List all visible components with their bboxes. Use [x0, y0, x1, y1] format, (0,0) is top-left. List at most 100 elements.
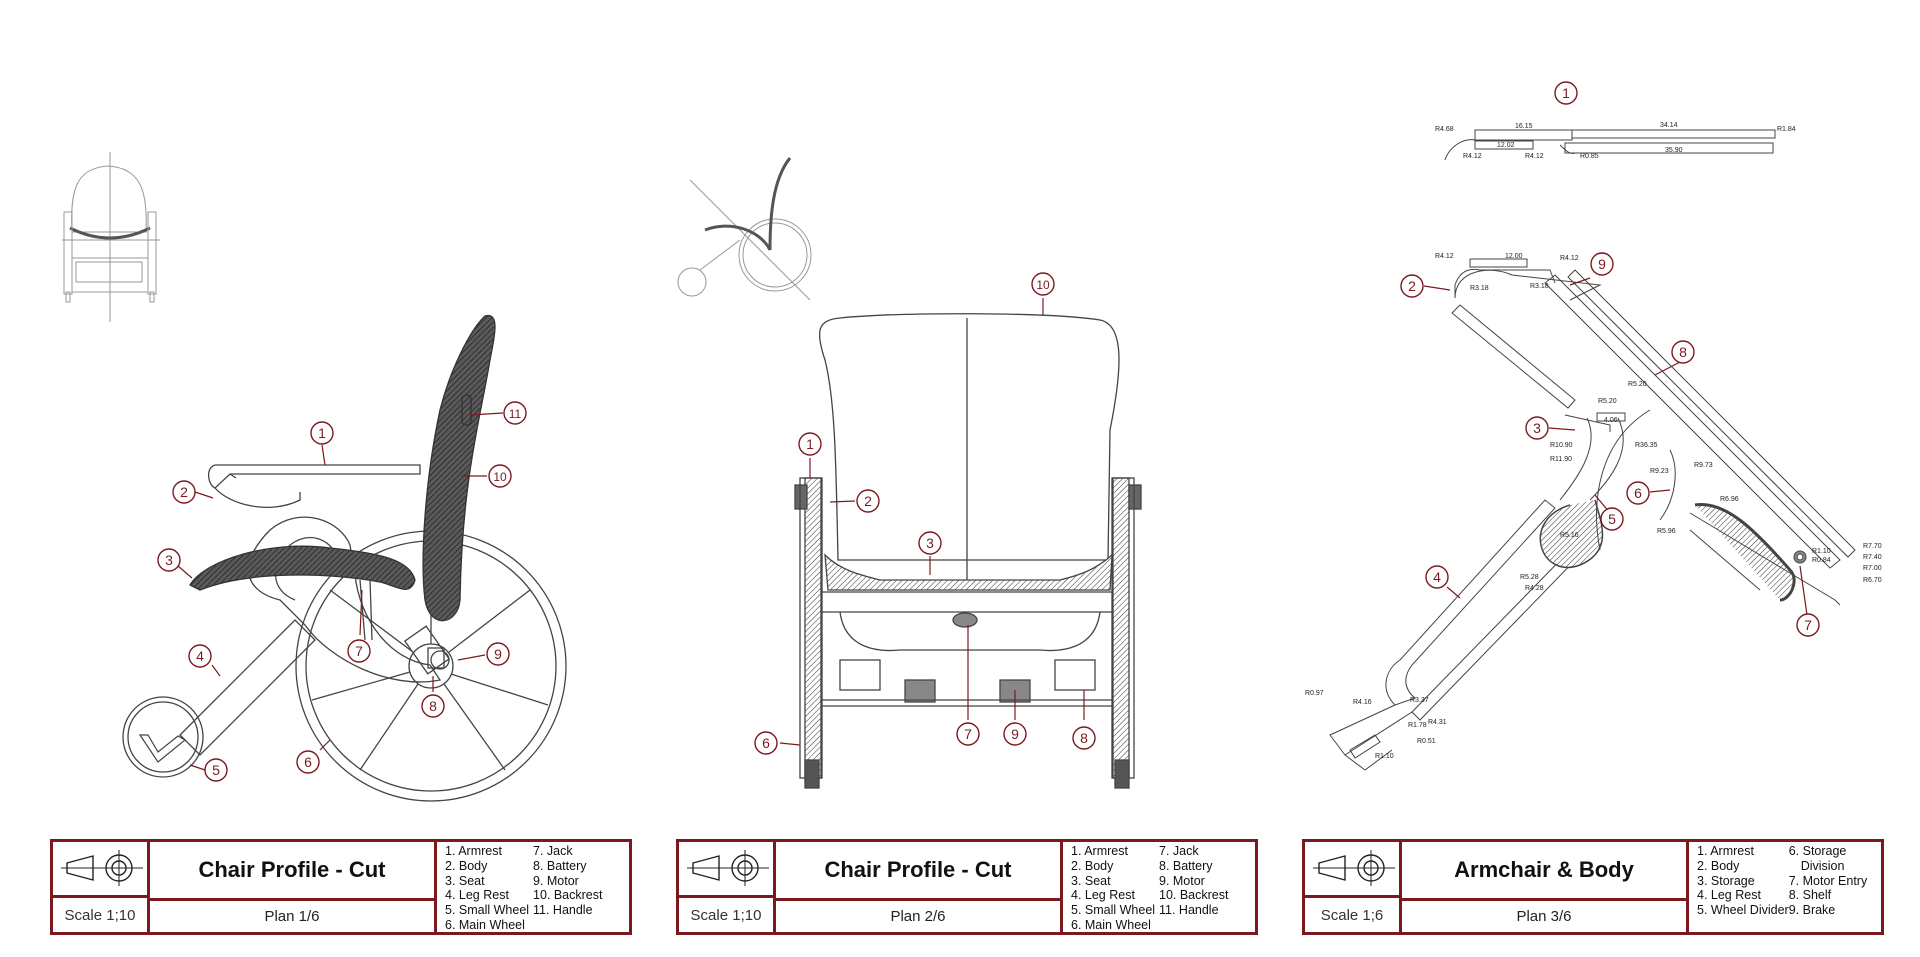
callout-p3-7: 7 [1796, 613, 1820, 637]
leg-rest [179, 619, 316, 756]
callout-bubbles: 1 2 3 4 5 6 7 8 9 10 11 1 2 3 6 7 9 8 10… [157, 81, 1820, 782]
svg-text:5: 5 [1608, 511, 1616, 527]
svg-text:1: 1 [318, 425, 326, 441]
callout-p1-3: 3 [157, 548, 181, 572]
callout-p3-8: 8 [1671, 340, 1695, 364]
battery [403, 625, 451, 675]
plan-number: Plan 1/6 [264, 908, 320, 925]
dim-label: R3.18 [1470, 285, 1489, 292]
plan-number: Plan 3/6 [1516, 908, 1572, 925]
legend-item: 8. Battery [533, 858, 587, 873]
svg-text:8: 8 [1679, 344, 1687, 360]
legend-item: 5. Wheel Divider [1697, 903, 1789, 918]
dim-label: R4.31 [1428, 719, 1447, 726]
dim-label: 16.15 [1515, 123, 1533, 130]
svg-text:10: 10 [1036, 278, 1050, 292]
legend-item: 6. Main Wheel [445, 917, 525, 932]
dim-label: R1.10 [1812, 548, 1831, 555]
callout-p2-2: 2 [856, 489, 880, 513]
scale-label: Scale 1;10 [64, 906, 136, 924]
callout-p1-10: 10 [488, 464, 512, 488]
dim-label: R5.16 [1560, 532, 1579, 539]
legend-item: 2. Body [1697, 858, 1740, 873]
callout-p1-5: 5 [204, 758, 228, 782]
svg-text:2: 2 [864, 493, 872, 509]
dim-label: R9.73 [1694, 462, 1713, 469]
svg-text:7: 7 [1804, 617, 1812, 633]
plan-1-callouts [177, 412, 504, 771]
backrest [422, 314, 496, 622]
legend-item: 10. Backrest [533, 888, 603, 903]
svg-text:9: 9 [1598, 256, 1606, 272]
dim-label: R0.51 [1417, 738, 1436, 745]
legend-item: 5. Small Wheel [445, 903, 530, 918]
callout-p1-8: 8 [421, 694, 445, 718]
title-block-plan-2: Scale 1;10 Chair Profile - Cut Plan 2/6 … [676, 839, 1258, 935]
svg-text:6: 6 [762, 735, 770, 751]
legend-item: 6. Storage [1788, 844, 1847, 858]
side-view-thumbnail [677, 157, 812, 301]
dim-label: 12.00 [1505, 253, 1523, 260]
legend-item: 7. Jack [533, 844, 573, 858]
legend-item: 9. Brake [1788, 903, 1836, 918]
dim-label: R1.78 [1408, 722, 1427, 729]
seat [189, 545, 416, 591]
svg-text:2: 2 [180, 484, 188, 500]
armrest [214, 464, 421, 508]
legend-item: 9. Motor [1159, 873, 1205, 888]
dim-label: R3.18 [1530, 283, 1549, 290]
legend-item: 7. Motor Entry [1788, 873, 1868, 888]
plan-title: Chair Profile - Cut [150, 842, 434, 901]
callout-p3-2: 2 [1400, 274, 1424, 298]
dim-label: R7.00 [1863, 565, 1882, 572]
legend: 1. Armrest 2. Body 3. Seat 4. Leg Rest 5… [1063, 842, 1255, 932]
projection-symbol-icon [679, 842, 773, 898]
dim-label: R3.37 [1410, 697, 1429, 704]
svg-text:7: 7 [964, 726, 972, 742]
legend-item: 8. Shelf [1788, 888, 1832, 903]
plan-1-drawing [62, 152, 567, 802]
dim-label: R7.40 [1863, 554, 1882, 561]
callout-p3-9: 9 [1590, 252, 1614, 276]
legend-item: Division [1800, 858, 1845, 873]
callout-p2-7: 7 [956, 722, 980, 746]
svg-text:1: 1 [806, 436, 814, 452]
body-outline [1329, 258, 1856, 771]
dim-label: R10.90 [1550, 442, 1573, 449]
svg-text:5: 5 [212, 762, 220, 778]
svg-text:1: 1 [1562, 85, 1570, 101]
armrest-strip [1444, 129, 1776, 161]
front-view-thumbnail [62, 152, 160, 322]
dim-label: 12.02 [1497, 142, 1515, 149]
dim-label: R4.68 [1435, 126, 1454, 133]
callout-p2-10: 10 [1031, 272, 1055, 296]
callout-p3-4: 4 [1425, 565, 1449, 589]
plan-3-drawing: 16.15 34.14 12.02 35.90 R4.68 R4.12 R4.1… [1305, 122, 1882, 771]
svg-text:3: 3 [926, 535, 934, 551]
legend: 1. Armrest 2. Body 3. Storage 4. Leg Res… [1689, 842, 1881, 932]
legend-item: 4. Leg Rest [445, 888, 509, 903]
scale-label: Scale 1;10 [690, 906, 762, 924]
svg-text:9: 9 [1011, 726, 1019, 742]
dim-label: R4.12 [1560, 255, 1579, 262]
title-block-plan-3: Scale 1;6 Armchair & Body Plan 3/6 1. Ar… [1302, 839, 1884, 935]
jack [359, 579, 373, 641]
dim-label: R4.12 [1525, 153, 1544, 160]
dim-label: R6.96 [1720, 496, 1739, 503]
svg-text:8: 8 [429, 698, 437, 714]
callout-p1-1: 1 [310, 421, 334, 445]
legend-item: 11. Handle [533, 903, 593, 918]
svg-text:10: 10 [493, 470, 507, 484]
legend-item: 1. Armrest [1071, 844, 1128, 858]
dim-label: R6.70 [1863, 577, 1882, 584]
svg-text:6: 6 [1634, 485, 1642, 501]
callout-p2-8: 8 [1072, 726, 1096, 750]
dim-label: R5.20 [1628, 381, 1647, 388]
legend-item: 9. Motor [533, 873, 579, 888]
dim-label: R1.10 [1375, 753, 1394, 760]
dim-label: R4.16 [1353, 699, 1372, 706]
svg-text:4: 4 [196, 648, 204, 664]
plan-number: Plan 2/6 [890, 908, 946, 925]
legend-item: 10. Backrest [1159, 888, 1229, 903]
callout-p3-3: 3 [1525, 416, 1549, 440]
